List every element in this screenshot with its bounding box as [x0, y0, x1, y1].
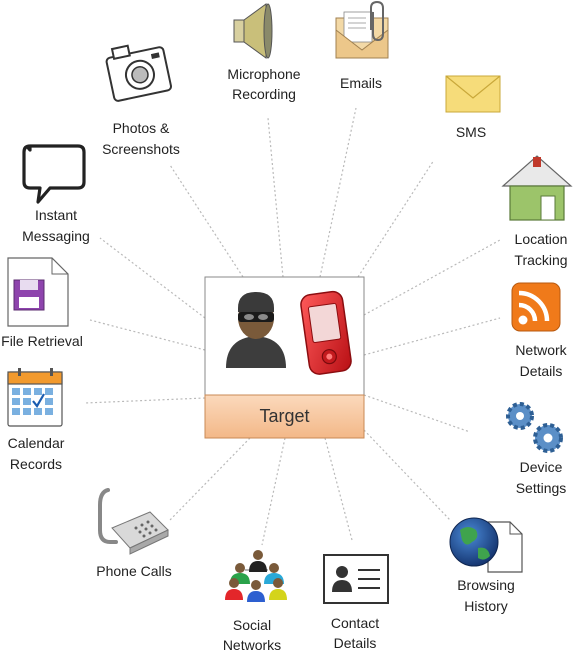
label-file: File Retrieval: [1, 333, 83, 349]
house-icon: [501, 155, 573, 221]
label-social-1: Social: [233, 617, 271, 633]
connector-social: [261, 437, 286, 546]
connector-photos: [169, 164, 244, 278]
file-floppy-icon: [7, 257, 69, 327]
label-device-2: Settings: [516, 480, 567, 496]
node-photos: Photos & Screenshots: [102, 44, 180, 157]
connector-lines: [84, 107, 501, 546]
node-phone: Phone Calls: [96, 488, 172, 579]
hacker-icon: [226, 292, 286, 368]
label-browsing-2: History: [464, 598, 508, 614]
envelope-paperclip-icon: [335, 0, 389, 59]
connector-sms: [357, 159, 435, 278]
label-im-2: Messaging: [22, 228, 90, 244]
label-location-2: Tracking: [514, 252, 567, 268]
globe-document-icon: [449, 517, 523, 573]
envelope-icon: [445, 75, 501, 113]
label-social-2: Networks: [223, 637, 281, 653]
connector-emails: [319, 107, 357, 278]
connector-phone: [169, 437, 251, 521]
label-device-1: Device: [520, 459, 563, 475]
connector-browsing: [363, 429, 451, 521]
label-contact-2: Details: [334, 635, 377, 651]
node-sms: SMS: [445, 75, 501, 140]
camera-icon: [105, 44, 172, 102]
label-sms: SMS: [456, 124, 486, 140]
label-browsing-1: Browsing: [457, 577, 515, 593]
label-network-2: Details: [520, 363, 563, 379]
node-location: Location Tracking: [501, 155, 573, 268]
connector-calendar: [84, 397, 206, 404]
node-network: Network Details: [511, 282, 568, 379]
desk-phone-icon: [98, 488, 169, 555]
node-device: Device Settings: [506, 402, 567, 496]
label-calendar-1: Calendar: [8, 435, 65, 451]
target-label: Target: [259, 406, 309, 426]
gears-icon: [506, 402, 563, 453]
smartphone-icon: [300, 290, 352, 375]
label-photos-1: Photos &: [113, 120, 170, 136]
label-contact-1: Contact: [331, 615, 379, 631]
connector-microphone: [267, 117, 284, 278]
label-emails: Emails: [340, 75, 382, 91]
node-calendar: Calendar Records: [7, 368, 65, 472]
connector-im: [99, 237, 206, 319]
target-box: Target: [204, 276, 365, 439]
speaker-icon: [233, 3, 273, 59]
label-calendar-2: Records: [10, 456, 62, 472]
connector-contact: [324, 437, 353, 541]
calendar-icon: [7, 368, 63, 427]
label-microphone-1: Microphone: [227, 66, 300, 82]
label-location-1: Location: [515, 231, 568, 247]
label-microphone-2: Recording: [232, 86, 296, 102]
node-im: Instant Messaging: [22, 144, 90, 244]
node-social: Social Networks: [223, 550, 287, 653]
label-network-1: Network: [515, 342, 567, 358]
label-photos-2: Screenshots: [102, 141, 180, 157]
label-im-1: Instant: [35, 207, 77, 223]
node-microphone: Microphone Recording: [227, 3, 301, 102]
node-contact: Contact Details: [323, 554, 389, 651]
contact-card-icon: [323, 554, 389, 604]
label-phone: Phone Calls: [96, 563, 172, 579]
connector-file: [89, 319, 206, 351]
node-browsing: Browsing History: [449, 517, 523, 614]
connector-device: [363, 394, 471, 433]
node-file: File Retrieval: [1, 257, 83, 349]
connector-location: [363, 239, 501, 316]
node-emails: Emails: [335, 0, 389, 91]
connector-network: [363, 317, 501, 356]
speech-bubble-icon: [22, 144, 86, 204]
rss-icon: [511, 282, 561, 332]
people-network-icon: [225, 550, 287, 602]
